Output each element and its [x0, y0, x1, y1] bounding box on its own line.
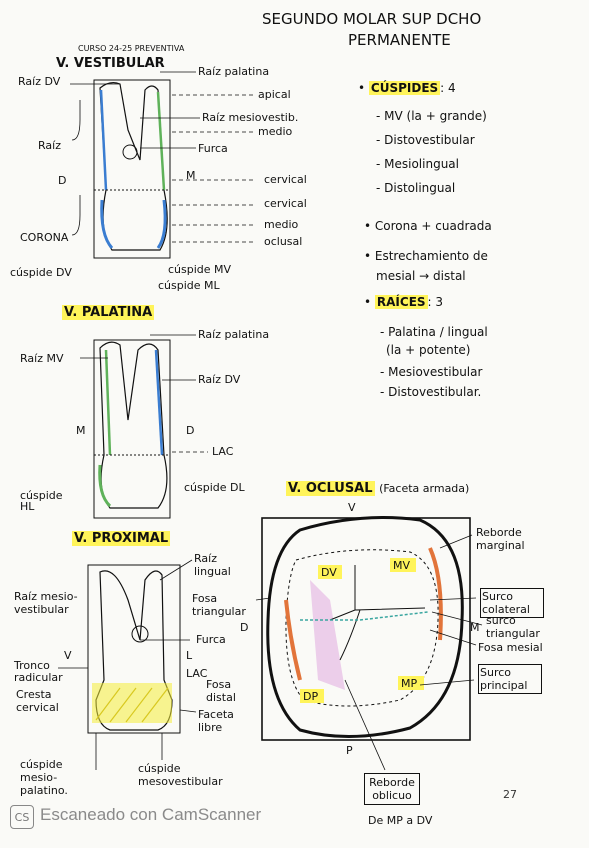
ocl-label-de-mp-a-dv: De MP a DV: [368, 814, 433, 827]
course-label: CURSO 24-25 PREVENTIVA: [78, 44, 185, 53]
palatina-heading: V. PALATINA: [62, 305, 155, 320]
vest-label-d: D: [58, 174, 67, 187]
ocl-label-d: D: [240, 621, 249, 634]
prox-label-raiz-lingual: Raíz lingual: [194, 552, 231, 579]
prox-label-cuspide-mesovest: cúspide mesovestibular: [138, 762, 223, 789]
pal-label-cuspide-hl: cúspide HL: [20, 489, 63, 513]
prox-label-tronco: Tronco radicular: [14, 659, 63, 685]
pal-label-m: M: [76, 424, 86, 437]
prox-label-l: L: [186, 649, 193, 662]
camscanner-logo: CS: [10, 805, 34, 829]
raiz-item-2: - Mesiovestibular: [380, 365, 483, 379]
raiz-item-1b: (la + potente): [386, 343, 471, 357]
palatine-tooth-drawing: [93, 339, 171, 519]
page-number: 27: [503, 788, 517, 801]
pal-label-raiz-palatina: Raíz palatina: [198, 328, 270, 341]
vestibular-heading: V. VESTIBULAR: [56, 56, 165, 71]
ocl-label-reborde-marginal: Reborde marginal: [476, 526, 525, 553]
note-corona: • Corona + cuadrada: [364, 219, 492, 233]
cusp-mv: MV: [393, 559, 411, 572]
pal-label-cuspide-dl: cúspide DL: [184, 481, 245, 494]
vest-label-raiz: Raíz: [38, 139, 61, 152]
cuspide-item-3: - Mesiolingual: [376, 157, 459, 171]
cuspides-heading: • CÚSPIDES: 4: [358, 81, 456, 95]
ocl-label-p: P: [346, 744, 353, 757]
note-estrechamiento-2: mesial → distal: [376, 269, 466, 283]
proximal-tooth-drawing: [87, 564, 181, 734]
vest-label-medio-2: medio: [264, 218, 299, 231]
pal-label-lac: LAC: [212, 445, 234, 458]
prox-label-lac: LAC: [186, 667, 208, 680]
pal-label-d: D: [186, 424, 195, 437]
proximal-heading: V. PROXIMAL: [72, 531, 171, 546]
prox-label-fosa-distal: Fosa distal: [206, 678, 236, 705]
vest-label-medio-1: medio: [258, 125, 293, 138]
note-estrechamiento-1: • Estrechamiento de: [364, 249, 488, 263]
page-subtitle: PERMANENTE: [348, 31, 451, 49]
prox-label-raiz-mesiovest: Raíz mesio-vestibular: [14, 590, 78, 617]
vest-label-cuspide-ml: cúspide ML: [158, 279, 220, 292]
ocl-label-fosa-mesial: Fosa mesial: [478, 641, 543, 654]
vest-label-oclusal: oclusal: [264, 235, 303, 248]
vest-label-cervical-2: cervical: [264, 197, 307, 210]
raiz-item-3: - Distovestibular.: [380, 385, 482, 399]
prox-label-fosa-triangular: Fosa triangular: [192, 592, 246, 619]
prox-label-cresta-cervical: Cresta cervical: [16, 688, 59, 715]
vest-label-raiz-mesiovestib: Raíz mesiovestib.: [202, 111, 299, 124]
ocl-label-surco-triangular: surco triangular: [486, 614, 540, 641]
vest-label-cuspide-mv: cúspide MV: [168, 263, 232, 276]
camscanner-watermark: Escaneado con CamScanner: [40, 805, 262, 824]
pal-label-raiz-mv: Raíz MV: [20, 352, 64, 365]
vest-label-apical: apical: [258, 88, 291, 101]
ocl-label-v: V: [348, 501, 356, 514]
raiz-item-1: - Palatina / lingual: [380, 325, 488, 339]
prox-label-faceta-libre: Faceta libre: [198, 708, 234, 735]
raices-heading: • RAÍCES: 3: [364, 295, 444, 309]
oclusal-heading: V. OCLUSAL (Faceta armada): [286, 481, 470, 496]
page-title: SEGUNDO MOLAR SUP DCHO: [262, 10, 482, 28]
ocl-label-surco-colateral: Surco colateral: [480, 588, 544, 619]
cusp-dp: DP: [303, 690, 319, 703]
occlusal-tooth-drawing: [261, 516, 471, 741]
prox-label-furca: Furca: [196, 633, 226, 646]
cuspide-item-4: - Distolingual: [376, 181, 456, 195]
ocl-label-surco-principal: Surco principal: [478, 664, 542, 695]
cusp-dv: DV: [321, 566, 337, 579]
prox-label-v: V: [64, 649, 72, 662]
cuspide-item-2: - Distovestibular: [376, 133, 475, 147]
cusp-mp: MP: [401, 677, 418, 690]
vestibular-tooth-drawing: [93, 79, 171, 259]
vest-label-m: M: [186, 169, 196, 182]
vest-label-raiz-palatina: Raíz palatina: [198, 65, 270, 78]
vest-label-corona: CORONA: [20, 231, 69, 244]
prox-label-cuspide-mesiopal: cúspide mesio-palatino.: [20, 758, 68, 798]
vest-label-raiz-dv: Raíz DV: [18, 75, 61, 88]
oclusal-note: (Faceta armada): [379, 482, 470, 495]
cuspide-item-1: - MV (la + grande): [376, 109, 487, 123]
pal-label-raiz-dv: Raíz DV: [198, 373, 241, 386]
ocl-label-reborde-oblicuo: Reborde oblicuo: [364, 773, 420, 806]
vest-label-cervical-1: cervical: [264, 173, 307, 186]
vest-label-furca: Furca: [198, 142, 228, 155]
vest-label-cuspide-dv: cúspide DV: [10, 266, 72, 279]
ocl-label-m: M: [470, 621, 480, 634]
